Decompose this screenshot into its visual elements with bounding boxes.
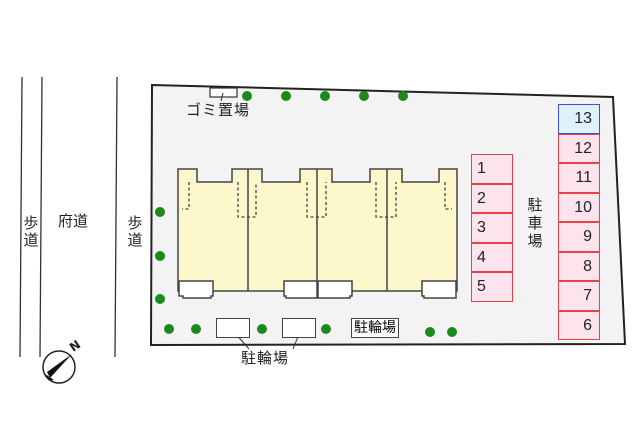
sidewalk-left-label: 歩道 — [23, 214, 39, 249]
tree-icon — [257, 324, 267, 334]
garbage-station-box — [209, 87, 238, 98]
bicycle-parking-label: 駐輪場 — [241, 349, 290, 367]
stall-number: 5 — [477, 278, 486, 295]
parking-stall-11[interactable]: 11 — [558, 163, 600, 193]
tree-icon — [164, 324, 174, 334]
tree-icon — [155, 294, 165, 304]
sidewalk-right-label: 歩道 — [127, 214, 143, 249]
stall-number: 9 — [583, 228, 592, 245]
tree-icon — [191, 324, 201, 334]
stall-number: 7 — [583, 287, 592, 304]
parking-label: 駐車場 — [527, 196, 543, 250]
stall-number: 10 — [574, 198, 592, 216]
apartment-building — [177, 168, 458, 299]
stall-number: 12 — [574, 139, 592, 157]
parking-stall-9[interactable]: 9 — [558, 222, 600, 252]
parking-stall-8[interactable]: 8 — [558, 251, 600, 281]
parking-stall-7[interactable]: 7 — [558, 281, 600, 311]
parking-stall-1[interactable]: 1 — [471, 154, 513, 184]
stall-number: 11 — [575, 169, 592, 186]
tree-icon — [447, 327, 457, 337]
stall-number: 4 — [477, 248, 486, 266]
tree-icon — [425, 327, 435, 337]
stall-number: 2 — [477, 189, 486, 207]
trees — [155, 91, 457, 337]
prefectural-road-label: 府道 — [58, 212, 89, 230]
parking-stall-12[interactable]: 12 — [558, 133, 600, 163]
north-arrow-icon — [42, 350, 76, 384]
stall-number: 1 — [477, 160, 486, 177]
tree-icon — [155, 251, 165, 261]
stall-number: 13 — [574, 110, 592, 127]
road-line — [39, 76, 43, 358]
stall-number: 3 — [477, 219, 486, 236]
stall-number: 8 — [583, 257, 592, 275]
parking-stall-4[interactable]: 4 — [471, 242, 513, 272]
tree-icon — [281, 91, 291, 101]
parking-stall-6[interactable]: 6 — [558, 310, 600, 340]
bicycle-parking-box — [216, 318, 250, 338]
tree-icon — [398, 91, 408, 101]
tree-icon — [320, 91, 330, 101]
garbage-station-label: ゴミ置場 — [186, 101, 251, 119]
bicycle-parking-box — [282, 318, 316, 338]
leader-line — [220, 92, 224, 102]
tree-icon — [359, 91, 369, 101]
parking-stall-5[interactable]: 5 — [471, 272, 513, 302]
stall-number: 6 — [583, 316, 592, 334]
road-line — [114, 76, 118, 358]
bicycle-parking-boxed-label: 駐輪場 — [351, 318, 399, 338]
tree-icon — [155, 207, 165, 217]
tree-icon — [321, 324, 331, 334]
parking-stall-3[interactable]: 3 — [471, 213, 513, 243]
parking-stall-13[interactable]: 13 — [558, 104, 600, 134]
parking-stall-2[interactable]: 2 — [471, 183, 513, 213]
parking-stall-10[interactable]: 10 — [558, 192, 600, 222]
tree-icon — [242, 91, 252, 101]
road-line — [19, 76, 23, 358]
